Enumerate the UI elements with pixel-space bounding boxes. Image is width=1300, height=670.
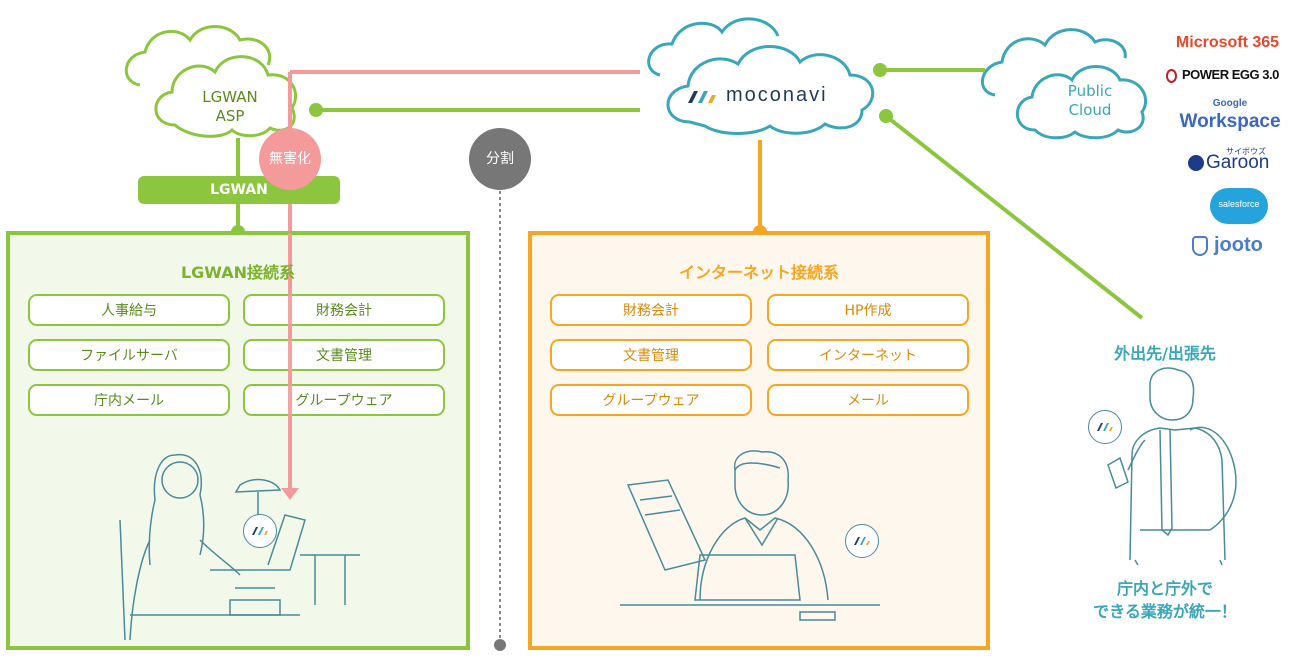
woman-at-laptop-illustration [119,454,360,641]
moconavi-brand-text: moconavi [726,84,828,106]
moconavi-bubble-icon [1088,410,1122,444]
split-badge: 分割 [469,128,531,190]
poweregg-mark-icon [1166,69,1177,83]
public-cloud-line2: Cloud [1068,101,1112,119]
internet-item: 文書管理 [550,339,752,371]
lgwan-asp-line1: LGWAN [202,88,258,106]
salesforce-logo: salesforce [1210,188,1268,224]
garoon-mark-icon [1188,155,1204,171]
outside-title: 外出先/出張先 [1114,344,1216,363]
google-workspace-logo: Workspace [1179,111,1281,132]
internet-item: インターネット [767,339,969,371]
lgwan-item: 庁内メール [28,384,230,416]
sanitize-badge: 無害化 [259,128,321,190]
moconavi-mark-icon [688,91,716,103]
internet-panel: インターネット接続系 [530,233,988,648]
lgwan-asp-line2: ASP [215,107,245,125]
moconavi-bubble-icon [243,514,277,548]
outside-message-line2: できる業務が統一！ [1093,602,1237,621]
man-with-documents-illustration [620,450,880,621]
moconavi-cloud [647,17,875,135]
jooto-mark-icon [1192,236,1208,256]
public-cloud-label: Public Cloud [1050,82,1130,120]
lgwan-item: ファイルサーバ [28,339,230,371]
lgwan-panel: LGWAN接続系 [8,233,468,648]
lgwan-item: 人事給与 [28,294,230,326]
internet-item: HP作成 [767,294,969,326]
jooto-text: jooto [1214,234,1263,256]
sanitize-line-overlay [288,294,292,418]
outside-message-line1: 庁内と庁外で [1116,579,1213,598]
lgwan-asp-cloud [124,25,298,138]
poweregg-text: POWER EGG 3.0 [1182,67,1279,82]
public-cloud [980,28,1148,140]
moconavi-bubble-icon [845,524,879,558]
internet-item: メール [767,384,969,416]
poweregg-logo: POWER EGG 3.0 [1166,66,1296,86]
public-cloud-line1: Public [1067,82,1113,100]
moconavi-logo: moconavi [686,84,856,110]
internet-item: グループウェア [550,384,752,416]
internet-panel-title: インターネット接続系 [678,263,839,282]
internet-item: 財務会計 [550,294,752,326]
lgwan-panel-title: LGWAN接続系 [180,263,296,282]
moconavi-outside-line [884,114,1144,320]
garoon-text: Garoon [1206,152,1270,173]
garoon-logo: サイボウズ Garoon [1188,146,1288,176]
lgwan-item: 文書管理 [243,339,445,371]
google-small-text: Google [1212,98,1248,109]
jooto-logo: jooto [1192,234,1282,260]
lgwan-item: グループウェア [243,384,445,416]
lgwan-item: 財務会計 [243,294,445,326]
outside-worker-illustration [1107,367,1237,566]
lgwan-asp-label: LGWAN ASP [190,88,270,126]
garoon-ruby-text: サイボウズ [1226,147,1266,156]
microsoft365-logo: Microsoft 365 [1175,34,1280,51]
salesforce-text: salesforce [1218,199,1260,209]
